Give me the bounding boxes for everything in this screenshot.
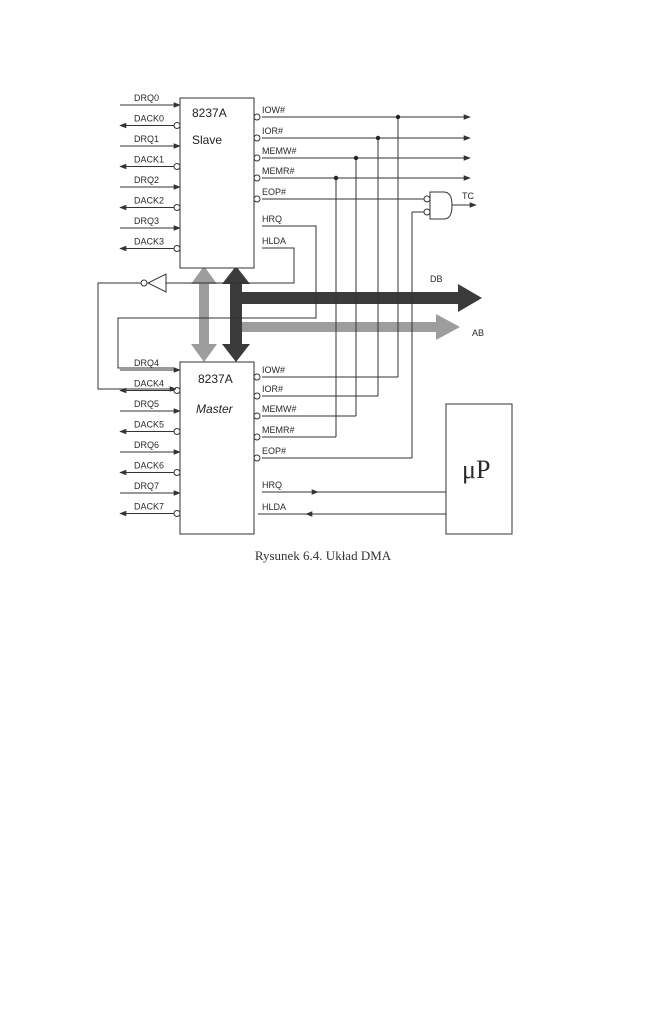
master-8237a-chip	[179, 361, 255, 535]
master-pin-label: DRQ7	[134, 481, 159, 491]
master-pin-label: HLDA	[262, 502, 286, 512]
slave-pin-dack3: DACK3	[119, 237, 181, 252]
master-pin-label: HRQ	[262, 480, 282, 490]
master-role-label: Master	[196, 402, 234, 416]
slave-pin-label: EOP#	[262, 187, 286, 197]
master-pin-hlda: HLDA	[262, 502, 286, 512]
master-pin-label: IOW#	[262, 365, 285, 375]
slave-pin-memr-n: MEMR#	[253, 166, 295, 182]
slave-role-label: Slave	[192, 133, 222, 147]
master-pin-label: DRQ6	[134, 440, 159, 450]
tc-label: TC	[462, 191, 474, 201]
figure-caption: Rysunek 6.4. Układ DMA	[254, 548, 392, 563]
master-pin-iow-n: IOW#	[253, 365, 285, 381]
slave-pin-hlda: HLDA	[262, 236, 286, 246]
slave-pin-label: DACK0	[134, 114, 164, 124]
slave-pin-label: HRQ	[262, 214, 282, 224]
master-pin-label: DRQ5	[134, 399, 159, 409]
slave-pin-iow-n: IOW#	[253, 105, 285, 121]
microprocessor	[445, 403, 513, 535]
master-pin-ior-n: IOR#	[253, 384, 283, 400]
master-pin-label: DACK5	[134, 420, 164, 430]
master-pin-dack5: DACK5	[119, 420, 181, 435]
master-pin-drq6: DRQ6	[120, 440, 181, 455]
master-pin-drq5: DRQ5	[120, 399, 181, 414]
master-pin-hrq: HRQ	[262, 480, 282, 490]
data-bus-label: DB	[430, 274, 443, 284]
slave-pin-label: MEMR#	[262, 166, 295, 176]
cascade-wiring	[97, 225, 317, 392]
slave-pin-drq0: DRQ0	[120, 93, 181, 108]
slave-pin-label: DACK1	[134, 155, 164, 165]
slave-pin-dack1: DACK1	[119, 155, 181, 170]
master-pin-label: MEMR#	[262, 425, 295, 435]
slave-pin-label: DRQ0	[134, 93, 159, 103]
slave-pin-memw-n: MEMW#	[253, 146, 297, 162]
master-pin-label: DACK7	[134, 502, 164, 512]
cpu-wiring	[258, 489, 446, 517]
master-pin-label: DRQ4	[134, 358, 159, 368]
master-pin-label: IOR#	[262, 384, 283, 394]
slave-pin-label: DACK2	[134, 196, 164, 206]
slave-pin-dack0: DACK0	[119, 114, 181, 129]
slave-right-pins: IOW# IOR# MEMW# MEMR# EOP# HRQ HLDA	[253, 105, 297, 246]
master-pin-eop-n: EOP#	[253, 446, 286, 462]
slave-pin-drq1: DRQ1	[120, 134, 181, 149]
slave-part-number: 8237A	[192, 106, 227, 120]
master-pin-drq4: DRQ4	[120, 358, 181, 373]
master-pin-memw-n: MEMW#	[253, 404, 297, 420]
slave-pin-hrq: HRQ	[262, 214, 282, 224]
slave-pin-drq2: DRQ2	[120, 175, 181, 190]
master-pin-label: DACK6	[134, 461, 164, 471]
slave-pin-label: DRQ2	[134, 175, 159, 185]
master-pin-label: DACK4	[134, 379, 164, 389]
slave-pin-label: IOW#	[262, 105, 285, 115]
master-part-number: 8237A	[198, 372, 233, 386]
address-bus-label: AB	[472, 328, 484, 338]
master-pin-dack6: DACK6	[119, 461, 181, 476]
data-bus	[222, 266, 482, 362]
master-pin-label: MEMW#	[262, 404, 297, 414]
eop-tc-gate: TC	[262, 191, 477, 459]
slave-pin-label: DRQ1	[134, 134, 159, 144]
slave-pin-eop-n: EOP#	[253, 187, 286, 203]
master-pin-dack4: DACK4	[119, 379, 181, 394]
slave-pin-label: IOR#	[262, 126, 283, 136]
master-pin-label: EOP#	[262, 446, 286, 456]
master-pin-drq7: DRQ7	[120, 481, 181, 496]
slave-8237a-chip	[179, 97, 255, 269]
slave-pin-drq3: DRQ3	[120, 216, 181, 231]
microprocessor-label: μP	[462, 455, 490, 484]
slave-pin-ior-n: IOR#	[253, 126, 283, 142]
slave-pin-label: HLDA	[262, 236, 286, 246]
slave-pin-label: DRQ3	[134, 216, 159, 226]
slave-pin-label: MEMW#	[262, 146, 297, 156]
master-right-pins: IOW# IOR# MEMW# MEMR# EOP# HRQ HLDA	[253, 365, 297, 512]
slave-pin-label: DACK3	[134, 237, 164, 247]
control-bus-wiring	[262, 114, 471, 438]
slave-pin-dack2: DACK2	[119, 196, 181, 211]
master-pin-dack7: DACK7	[119, 502, 181, 517]
master-pin-memr-n: MEMR#	[253, 425, 295, 441]
